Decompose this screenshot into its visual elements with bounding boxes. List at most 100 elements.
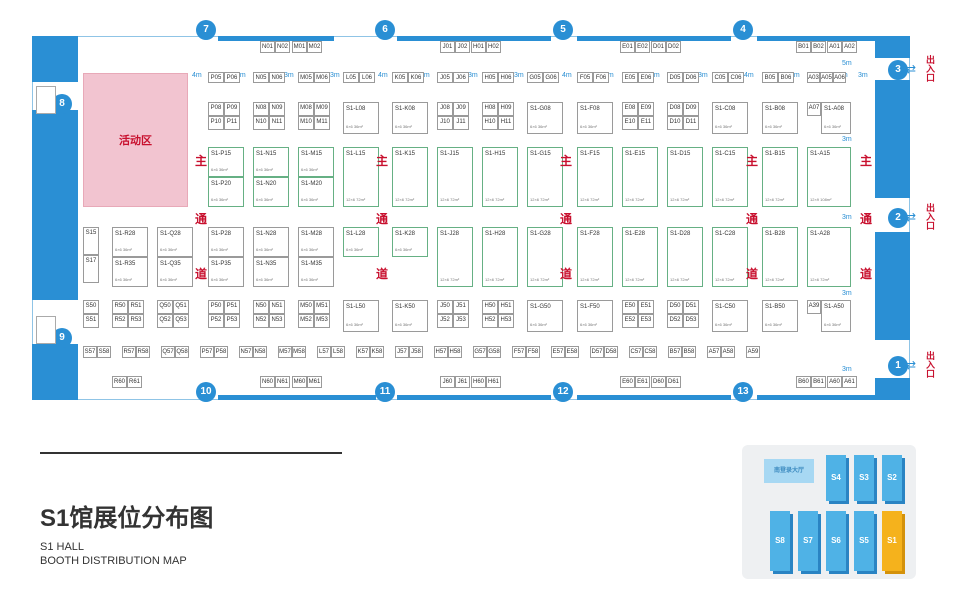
- booth-E58[interactable]: E58: [565, 346, 579, 358]
- booth-C06[interactable]: C06: [728, 72, 744, 83]
- booth-N10[interactable]: N10: [253, 116, 269, 130]
- minimap-hall-S7[interactable]: S7: [798, 511, 818, 571]
- booth-J58[interactable]: J58: [409, 346, 423, 358]
- door-right-3[interactable]: 3: [888, 60, 908, 80]
- door-left-9[interactable]: 9: [52, 328, 72, 348]
- booth-J02[interactable]: J02: [455, 41, 470, 53]
- booth-H02[interactable]: H02: [486, 41, 501, 53]
- booth-E05[interactable]: E05: [622, 72, 638, 83]
- booth-F58[interactable]: F58: [526, 346, 540, 358]
- booth-H50[interactable]: H50: [482, 300, 498, 314]
- booth-N11[interactable]: N11: [269, 116, 285, 130]
- booth-G05[interactable]: G05: [527, 72, 543, 83]
- booth-H05[interactable]: H05: [482, 72, 498, 83]
- activity-area[interactable]: 活动区: [83, 73, 188, 207]
- door-bottom-10[interactable]: 10: [196, 382, 216, 402]
- door-right-1[interactable]: 1: [888, 356, 908, 376]
- booth-P58[interactable]: P58: [214, 346, 228, 358]
- booth-R61[interactable]: R61: [127, 376, 142, 388]
- booth-F05[interactable]: F05: [577, 72, 593, 83]
- door-bottom-12[interactable]: 12: [553, 382, 573, 402]
- booth-E61[interactable]: E61: [635, 376, 650, 388]
- booth-Q52[interactable]: Q52: [157, 314, 173, 328]
- booth-C58[interactable]: C58: [643, 346, 657, 358]
- booth-A03[interactable]: A03: [807, 72, 820, 83]
- booth-S51[interactable]: S51: [83, 314, 99, 328]
- door-bottom-11[interactable]: 11: [375, 382, 395, 402]
- booth-B57[interactable]: B57: [668, 346, 682, 358]
- booth-P11[interactable]: P11: [224, 116, 240, 130]
- booth-N52[interactable]: N52: [253, 314, 269, 328]
- booth-N60[interactable]: N60: [260, 376, 275, 388]
- booth-D50[interactable]: D50: [667, 300, 683, 314]
- booth-J05[interactable]: J05: [437, 72, 453, 83]
- booth-R57[interactable]: R57: [122, 346, 136, 358]
- booth-P06[interactable]: P06: [224, 72, 240, 83]
- booth-H08[interactable]: H08: [482, 102, 498, 116]
- booth-R58[interactable]: R58: [136, 346, 150, 358]
- minimap-hall-S6[interactable]: S6: [826, 511, 846, 571]
- booth-N02[interactable]: N02: [275, 41, 290, 53]
- booth-J50[interactable]: J50: [437, 300, 453, 314]
- booth-S58[interactable]: S58: [97, 346, 111, 358]
- booth-E60[interactable]: E60: [620, 376, 635, 388]
- booth-D06[interactable]: D06: [683, 72, 699, 83]
- booth-P09[interactable]: P09: [224, 102, 240, 116]
- booth-H01[interactable]: H01: [471, 41, 486, 53]
- booth-M53[interactable]: M53: [314, 314, 330, 328]
- booth-D58[interactable]: D58: [604, 346, 618, 358]
- booth-G58[interactable]: G58: [487, 346, 501, 358]
- booth-D05[interactable]: D05: [667, 72, 683, 83]
- booth-H09[interactable]: H09: [498, 102, 514, 116]
- door-left-8[interactable]: 8: [52, 94, 72, 114]
- booth-H10[interactable]: H10: [482, 116, 498, 130]
- booth-P08[interactable]: P08: [208, 102, 224, 116]
- booth-J52[interactable]: J52: [437, 314, 453, 328]
- booth-H58[interactable]: H58: [448, 346, 462, 358]
- booth-P53[interactable]: P53: [224, 314, 240, 328]
- booth-D51[interactable]: D51: [683, 300, 699, 314]
- booth-E51[interactable]: E51: [638, 300, 654, 314]
- booth-N08[interactable]: N08: [253, 102, 269, 116]
- booth-N58[interactable]: N58: [253, 346, 267, 358]
- booth-H11[interactable]: H11: [498, 116, 514, 130]
- booth-M51[interactable]: M51: [314, 300, 330, 314]
- booth-L57[interactable]: L57: [317, 346, 331, 358]
- booth-S50[interactable]: S50: [83, 300, 99, 314]
- booth-C05[interactable]: C05: [712, 72, 728, 83]
- booth-B01[interactable]: B01: [796, 41, 811, 53]
- booth-M05[interactable]: M05: [298, 72, 314, 83]
- booth-L05[interactable]: L05: [343, 72, 359, 83]
- booth-A06[interactable]: A06: [833, 72, 846, 83]
- booth-A61[interactable]: A61: [842, 376, 857, 388]
- booth-P50[interactable]: P50: [208, 300, 224, 314]
- booth-M11[interactable]: M11: [314, 116, 330, 130]
- booth-F06[interactable]: F06: [593, 72, 609, 83]
- booth-M01[interactable]: M01: [292, 41, 307, 53]
- booth-S57[interactable]: S57: [83, 346, 97, 358]
- booth-D53[interactable]: D53: [683, 314, 699, 328]
- booth-D08[interactable]: D08: [667, 102, 683, 116]
- booth-A57[interactable]: A57: [707, 346, 721, 358]
- booth-E01[interactable]: E01: [620, 41, 635, 53]
- booth-A39[interactable]: A39: [807, 300, 821, 314]
- booth-K57[interactable]: K57: [356, 346, 370, 358]
- booth-E11[interactable]: E11: [638, 116, 654, 130]
